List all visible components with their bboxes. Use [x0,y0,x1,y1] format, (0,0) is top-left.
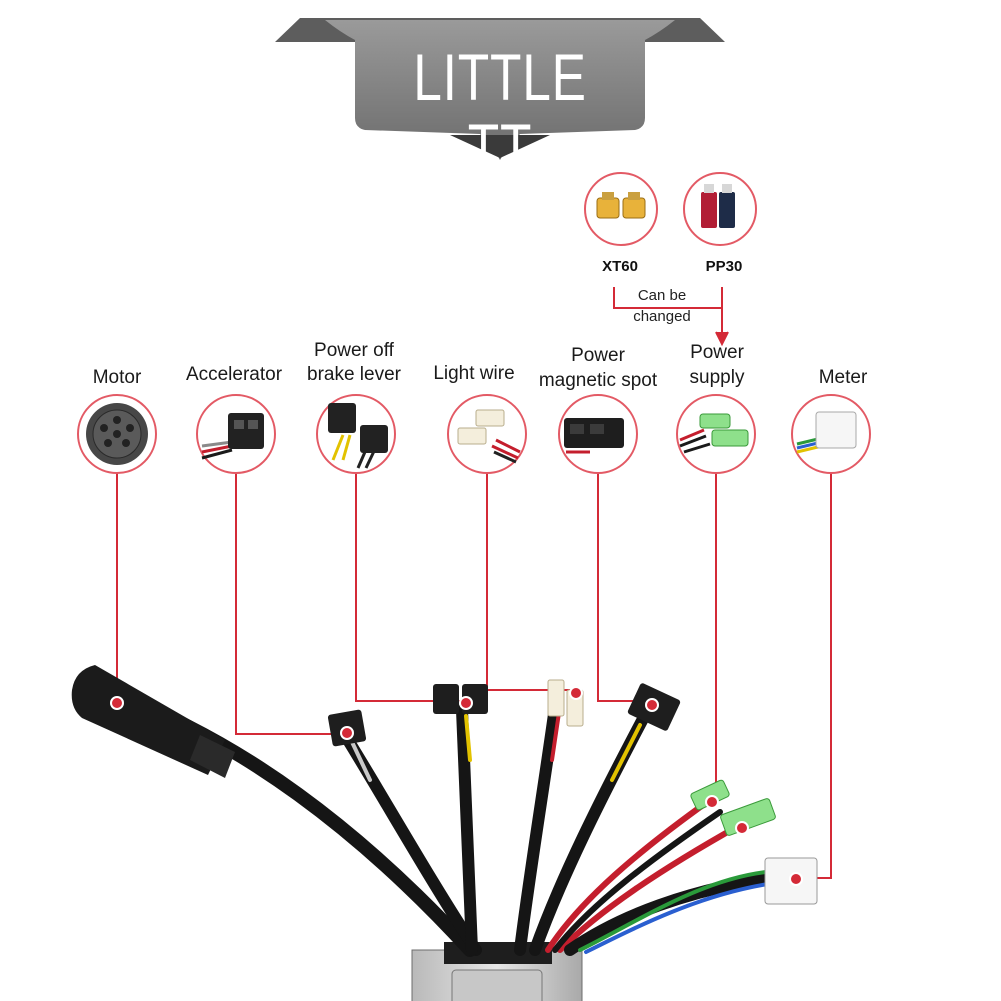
light-wire-connector-icon [447,394,527,474]
motor-plug [71,665,235,778]
brand-banner [275,18,725,160]
label-brake-line2: brake lever [307,364,401,385]
variant-note-line1: Can be [637,287,687,304]
magnetic-spot-connector-icon [558,394,638,474]
label-magnet-line1: Power [571,345,625,366]
pp30-connector-icon [683,172,757,246]
brake-lever-connector-icon [316,394,396,474]
meter-connector-icon [791,394,871,474]
variant-pp30-label: PP30 [705,258,743,275]
variant-note-line2: changed [633,308,691,325]
variant-xt60-label: XT60 [602,258,638,275]
leader-dots [110,686,803,886]
label-motor: Motor [92,367,142,388]
accelerator-connector-icon [196,394,276,474]
label-meter: Meter [818,367,868,388]
motor-connector-icon [77,394,157,474]
label-magnet-line2: magnetic spot [538,370,658,391]
label-accelerator: Accelerator [185,364,283,385]
label-light-wire: Light wire [433,363,515,384]
label-power-line2: supply [689,367,745,388]
label-power-line1: Power [690,342,744,363]
xt60-connector-icon [584,172,658,246]
label-brake-line1: Power off [314,340,394,361]
power-supply-connector-icon [676,394,756,474]
leader-lines [116,472,832,879]
power-supply-plugs [690,779,776,836]
brand-title: LITTLE TT [413,40,587,184]
variant-bracket [613,287,729,347]
